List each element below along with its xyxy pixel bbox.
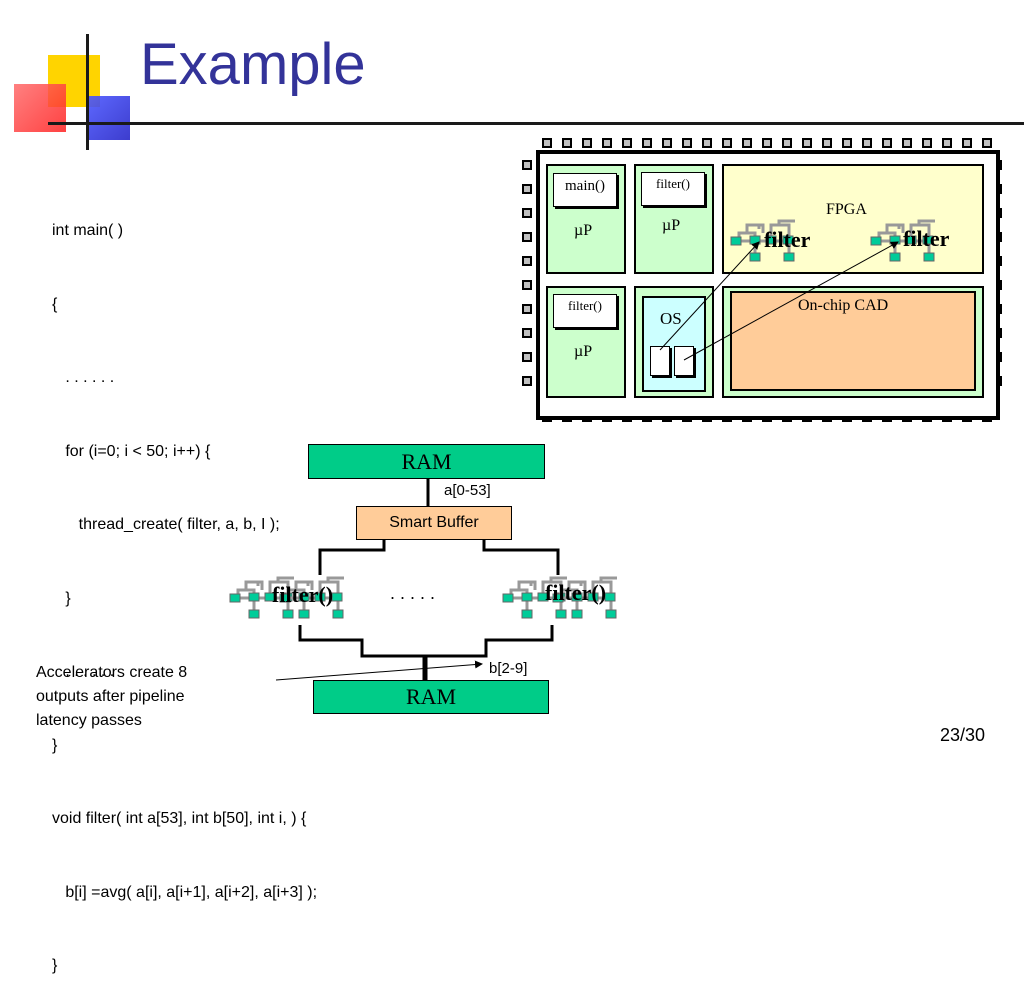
pipeline-ellipsis: . . . . . — [390, 583, 436, 603]
caption-line: outputs after pipeline — [36, 688, 185, 705]
chip-pin — [842, 138, 852, 148]
chip-pin — [942, 138, 952, 148]
code-line: } — [52, 957, 58, 974]
chip-pin — [722, 138, 732, 148]
filter-doc-icon: filter() — [641, 172, 705, 206]
code-line: void filter( int a[53], int b[50], int i… — [52, 810, 307, 827]
chip-pin — [762, 138, 772, 148]
code-line: . . . . . . — [52, 369, 115, 386]
ram-bottom-label: RAM — [405, 684, 457, 709]
os-label: OS — [660, 309, 682, 328]
chip-pin — [922, 138, 932, 148]
chip-pin — [862, 138, 872, 148]
code-line: } — [52, 589, 71, 607]
main-doc-label: main() — [565, 178, 605, 194]
chip-pin — [522, 160, 532, 170]
code-line: { — [52, 295, 58, 313]
chip-pin — [682, 138, 692, 148]
filter-doc-label-2: filter() — [568, 298, 602, 313]
filter-doc-icon-2: filter() — [553, 294, 617, 328]
page-number: 23/30 — [940, 725, 986, 745]
title-decoration-blue — [88, 96, 130, 140]
chip-pin — [522, 328, 532, 338]
chip-pin — [962, 138, 972, 148]
chip-pin — [522, 232, 532, 242]
chip-pin — [662, 138, 672, 148]
smart-buffer-label: Smart Buffer — [389, 514, 479, 531]
line-left-to-merge — [298, 625, 554, 658]
chip-pin — [642, 138, 652, 148]
caption-line: Accelerators create 8 — [36, 664, 188, 681]
title-vertical-rule — [86, 34, 89, 150]
chip-pin — [522, 352, 532, 362]
up-label-2: µP — [662, 217, 681, 234]
chip-pin — [882, 138, 892, 148]
chip-pin — [522, 304, 532, 314]
fpga-box — [722, 164, 984, 274]
chip-pin — [982, 138, 992, 148]
filter-doc-label: filter() — [656, 176, 690, 191]
chip-pin — [522, 184, 532, 194]
ram-top: RAM — [308, 444, 545, 479]
chip-pin — [622, 138, 632, 148]
line-buffer-to-left — [318, 540, 386, 575]
code-line: for (i=0; i < 50; i++) { — [52, 442, 211, 460]
caption-line: latency passes — [36, 712, 142, 729]
code-line: . . . . . . — [52, 663, 115, 680]
chip-pin — [822, 138, 832, 148]
chip-pin — [742, 138, 752, 148]
chip-pin — [802, 138, 812, 148]
chip-pin — [602, 138, 612, 148]
chip-pin — [562, 138, 572, 148]
ram-top-label: RAM — [401, 449, 452, 474]
pipeline-filter-right-label: filter() — [545, 580, 607, 605]
up-label-1: µP — [574, 222, 593, 239]
code-line: b[i] =avg( a[i], a[i+1], a[i+2], a[i+3] … — [52, 883, 318, 901]
chip-pin — [522, 280, 532, 290]
title-horizontal-rule — [48, 122, 1024, 125]
smart-buffer: Smart Buffer — [356, 506, 512, 540]
chip-pin — [702, 138, 712, 148]
line-buffer-to-right — [482, 540, 560, 575]
slide-title: Example — [140, 32, 366, 97]
main-doc-icon: main() — [553, 173, 617, 207]
os-doc-icon-2 — [674, 346, 694, 376]
up-label-3: µP — [574, 343, 593, 360]
chip-pin — [522, 208, 532, 218]
fpga-filter-label-2: filter — [903, 226, 950, 251]
chip-pin — [522, 256, 532, 266]
code-line: int main( ) — [52, 222, 124, 239]
os-doc-icon-1 — [650, 346, 670, 376]
cad-label: On-chip CAD — [798, 297, 889, 314]
chip-pin — [902, 138, 912, 148]
chip-pin — [582, 138, 592, 148]
code-line: } — [52, 736, 58, 754]
pipeline-filter-left-label: filter() — [272, 582, 334, 607]
chip-pin — [522, 376, 532, 386]
fpga-label: FPGA — [826, 201, 867, 218]
input-range-label: a[0-53] — [444, 482, 491, 499]
output-range-label: b[2-9] — [489, 660, 528, 677]
ram-bottom: RAM — [313, 680, 549, 714]
code-line: thread_create( filter, a, b, I ); — [52, 516, 280, 533]
chip-pin — [782, 138, 792, 148]
fpga-filter-label-1: filter — [764, 227, 811, 252]
caption: Accelerators create 8 outputs after pipe… — [36, 661, 187, 733]
chip-pin — [542, 138, 552, 148]
